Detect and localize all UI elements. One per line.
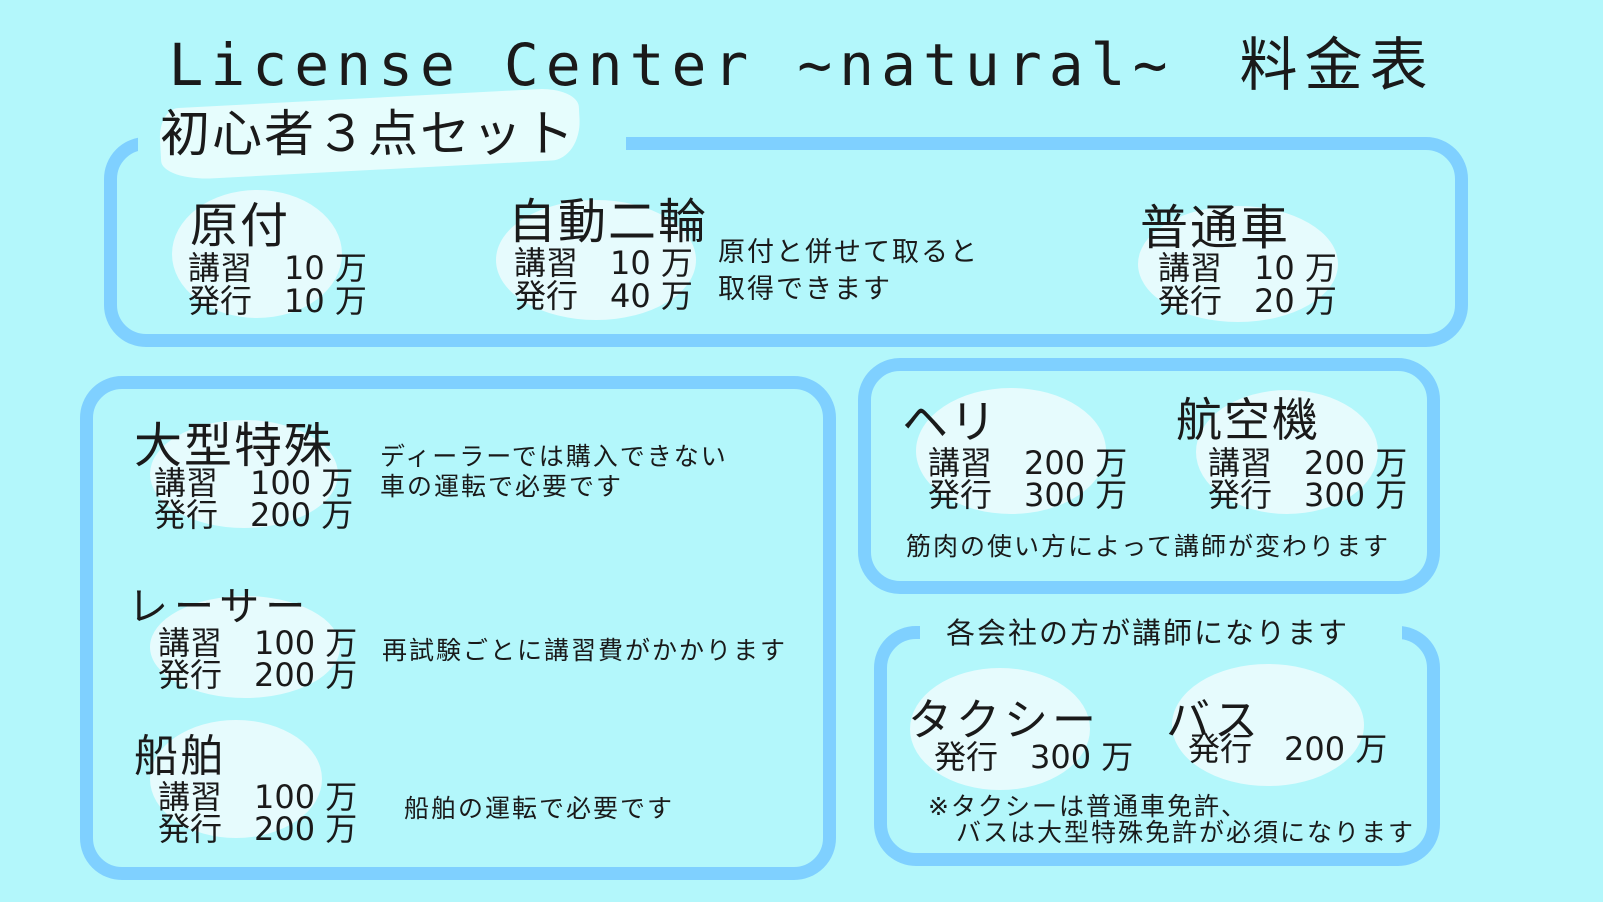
airplane-title: 航空機 [1176, 393, 1320, 447]
heavy-special-note-line1: ディーラーでは購入できない [380, 442, 728, 471]
motorcycle-issue-fee: 発行 40 万 [514, 277, 693, 315]
company-note-line2: バスは大型特殊免許が必須になります [956, 818, 1416, 847]
racer-lecture-fee: 講習 100 万 [158, 624, 358, 662]
company-note-line1: ※タクシーは普通車免許、 [928, 792, 1248, 821]
heavy-special-issue-fee: 発行 200 万 [154, 496, 354, 534]
bus-title: バス [1166, 695, 1262, 746]
heavy-special-note-line2: 車の運転で必要です [380, 472, 624, 501]
helicopter-issue-fee: 発行 300 万 [928, 476, 1128, 514]
helicopter-lecture-fee: 講習 200 万 [928, 444, 1128, 482]
heavy-special-lecture-fee: 講習 100 万 [154, 464, 354, 502]
ship-lecture-fee: 講習 100 万 [158, 778, 358, 816]
racer-title: レーサー [128, 584, 312, 630]
car-issue-fee: 発行 20 万 [1158, 282, 1337, 320]
airplane-issue-fee: 発行 300 万 [1208, 476, 1408, 514]
taxi-issue-fee: 発行 300 万 [934, 738, 1134, 776]
ship-title: 船舶 [134, 731, 226, 782]
bus-issue-fee: 発行 200 万 [1188, 730, 1388, 768]
helicopter-title: ヘリ [902, 395, 998, 449]
racer-note: 再試験ごとに講習費がかかります [382, 636, 788, 665]
airplane-lecture-fee: 講習 200 万 [1208, 444, 1408, 482]
taxi-title: タクシー [908, 695, 1100, 746]
company-instructor-label: 各会社の方が講師になります [946, 616, 1350, 650]
aircraft-panel [858, 358, 1440, 594]
motorcycle-lecture-fee: 講習 10 万 [514, 244, 693, 282]
moped-issue-fee: 発行 10 万 [188, 282, 367, 320]
car-title: 普通車 [1140, 200, 1291, 256]
heavy-special-title: 大型特殊 [134, 418, 335, 474]
car-lecture-fee: 講習 10 万 [1158, 249, 1337, 287]
ship-issue-fee: 発行 200 万 [158, 810, 358, 848]
racer-issue-fee: 発行 200 万 [158, 656, 358, 694]
motorcycle-note-line2: 取得できます [718, 274, 892, 305]
aircraft-note: 筋肉の使い方によって講師が変わります [906, 532, 1391, 561]
motorcycle-note-line1: 原付と併せて取ると [718, 237, 979, 268]
special-vehicle-panel [80, 376, 836, 880]
moped-lecture-fee: 講習 10 万 [188, 249, 367, 287]
moped-title: 原付 [190, 198, 291, 254]
beginner-set-label: 初心者３点セット [160, 105, 576, 163]
motorcycle-title: 自動二輪 [508, 194, 709, 250]
ship-note: 船舶の運転で必要です [404, 794, 675, 823]
page-title: License Center ~natural~ 料金表 [168, 31, 1435, 99]
